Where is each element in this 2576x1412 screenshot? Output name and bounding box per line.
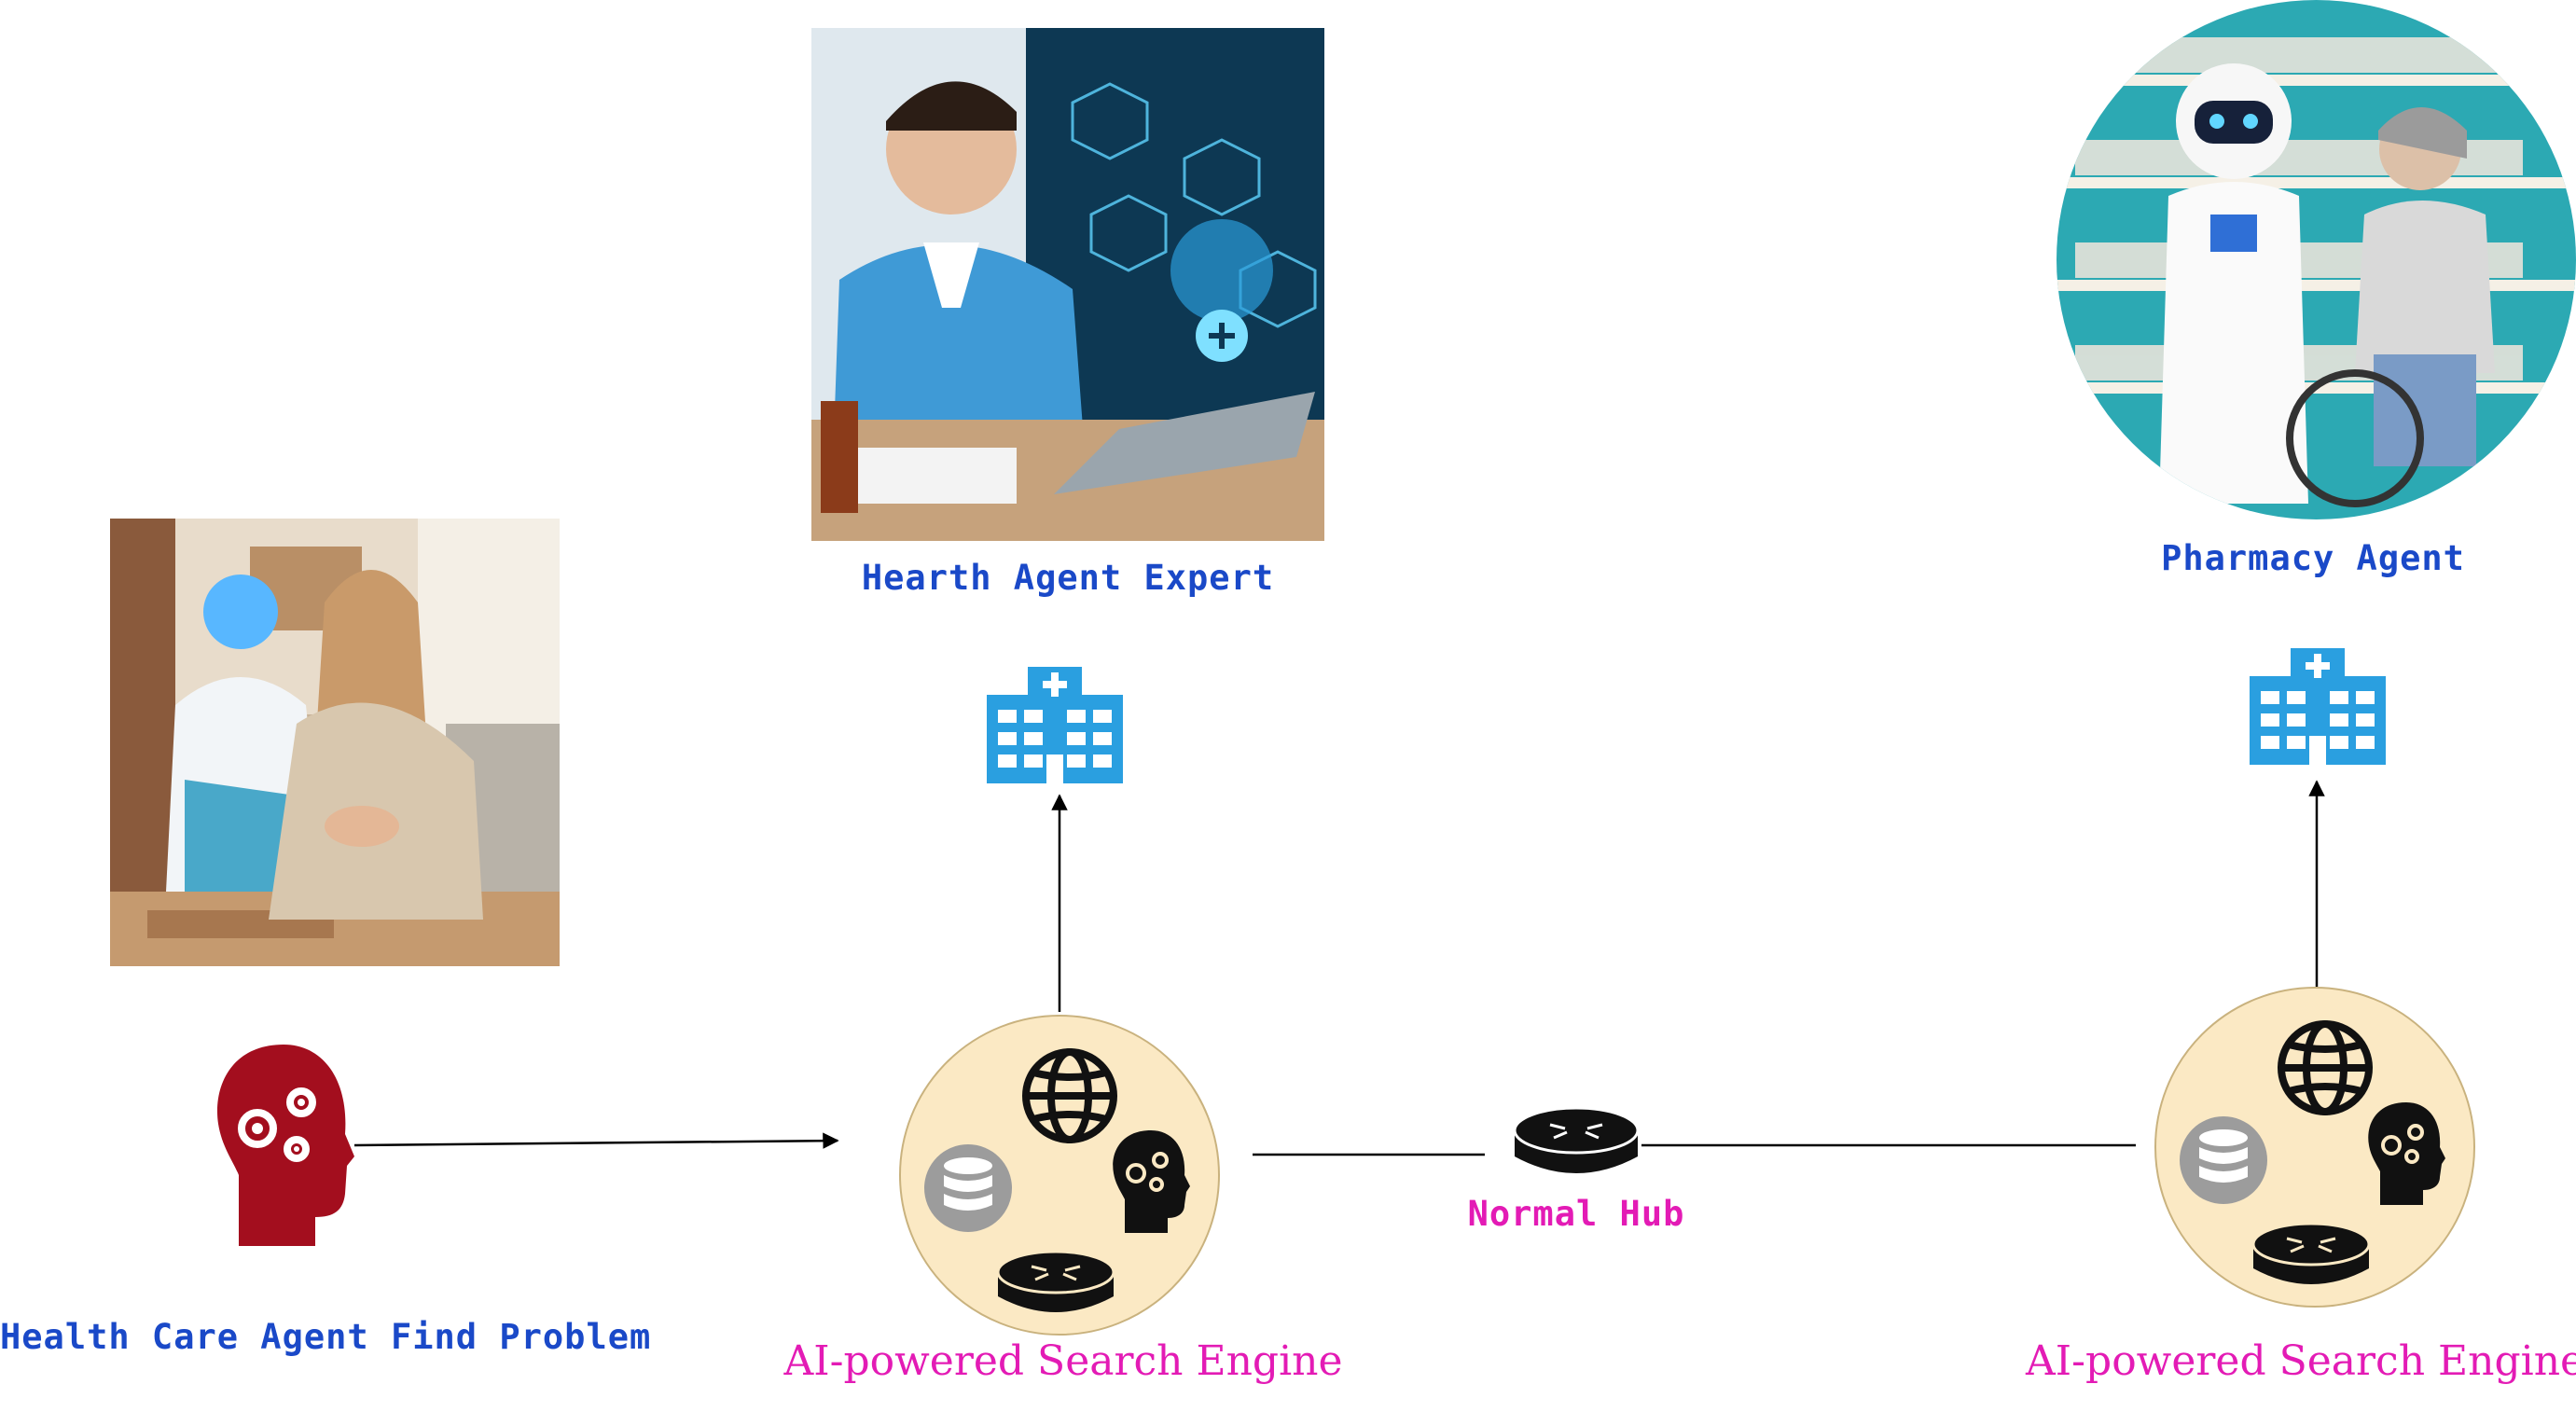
head-gears-icon [1113,1130,1190,1233]
pharmacy-agent-label: Pharmacy Agent [2161,538,2465,578]
router-icon [996,1250,1115,1312]
database-icon [2180,1116,2267,1204]
router-icon [2251,1222,2371,1284]
globe-icon [2278,1020,2373,1115]
hospital-icon [987,667,1123,783]
globe-icon [1022,1048,1117,1143]
arrow-agent-to-engine [353,1132,839,1149]
search-engine-node [2154,987,2475,1308]
database-icon [924,1144,1012,1232]
search-engine-left-label: AI-powered Search Engine [783,1337,1343,1385]
patient-consultation-image [110,519,560,966]
pharmacy-robot-image [2057,0,2576,519]
search-engine-right-label: AI-powered Search Engine [2026,1337,2576,1385]
health-care-agent-label: Health Care Agent Find Problem [0,1317,652,1357]
search-engine-node [899,1015,1220,1336]
head-gears-icon [216,1045,354,1246]
normal-hub-label: Normal Hub [1467,1194,1685,1234]
hospital-icon [2250,648,2386,765]
head-gears-icon [2368,1102,2445,1205]
health-expert-image [811,28,1324,541]
health-agent-expert-label: Hearth Agent Expert [861,558,1275,598]
router-icon [1513,1106,1640,1173]
